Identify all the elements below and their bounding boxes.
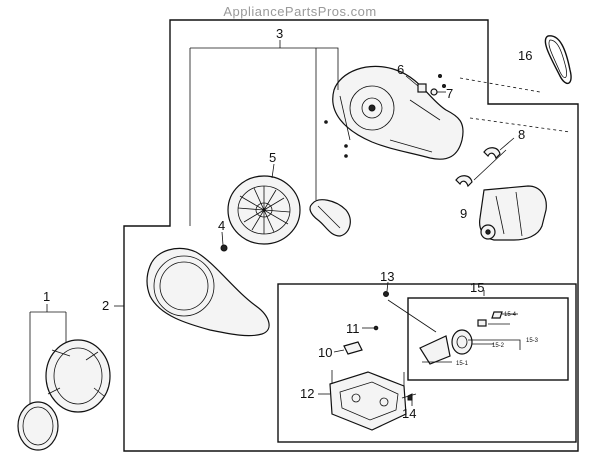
sub-callout-15-1: 15-1	[456, 361, 469, 367]
clamp-10-part	[333, 341, 363, 355]
callout-12: 12	[300, 386, 314, 401]
callout-9: 9	[460, 206, 467, 221]
screw-6-part	[405, 75, 427, 93]
callout-1: 1	[43, 289, 50, 304]
callout-16: 16	[518, 48, 532, 63]
duct-cover-part	[146, 247, 270, 337]
watermark-text: AppliancePartsPros.com	[223, 4, 377, 19]
sub-callout-15-4: 15-4	[504, 312, 517, 318]
spring-14-part	[401, 393, 417, 406]
callout-2: 2	[102, 298, 109, 313]
callout-6: 6	[397, 62, 404, 77]
callout-10: 10	[318, 345, 332, 360]
callout-11: 11	[346, 321, 360, 336]
callout-5: 5	[269, 150, 276, 165]
callout-3: 3	[276, 26, 283, 41]
subassembly-15-inner-box	[407, 297, 569, 381]
sub-callout-15-2: 15-2	[492, 343, 505, 349]
sub-callout-15-3: 15-3	[526, 338, 539, 344]
subassembly-15-box	[277, 283, 577, 443]
callout-15: 15	[470, 280, 484, 295]
housing-bracket-part	[309, 199, 351, 237]
rear-housing-part	[332, 65, 464, 160]
belt-part	[544, 35, 572, 85]
clip-8-part	[455, 137, 515, 188]
callout-8: 8	[518, 127, 525, 142]
callout-13: 13	[380, 269, 394, 284]
blower-wheel-part	[227, 175, 301, 245]
callout-14: 14	[402, 406, 416, 421]
screw-13-part	[383, 281, 437, 333]
screw-7-part	[430, 88, 446, 96]
assembly-outline	[123, 19, 579, 452]
idler-pulley-part	[419, 290, 521, 365]
screw-4-part	[220, 231, 228, 252]
front-ring-part	[17, 339, 111, 451]
motor-part	[479, 185, 547, 241]
callout-7: 7	[446, 86, 453, 101]
callout-4: 4	[218, 218, 225, 233]
bracket-base-part	[318, 370, 407, 431]
pin-11-part	[362, 325, 379, 331]
